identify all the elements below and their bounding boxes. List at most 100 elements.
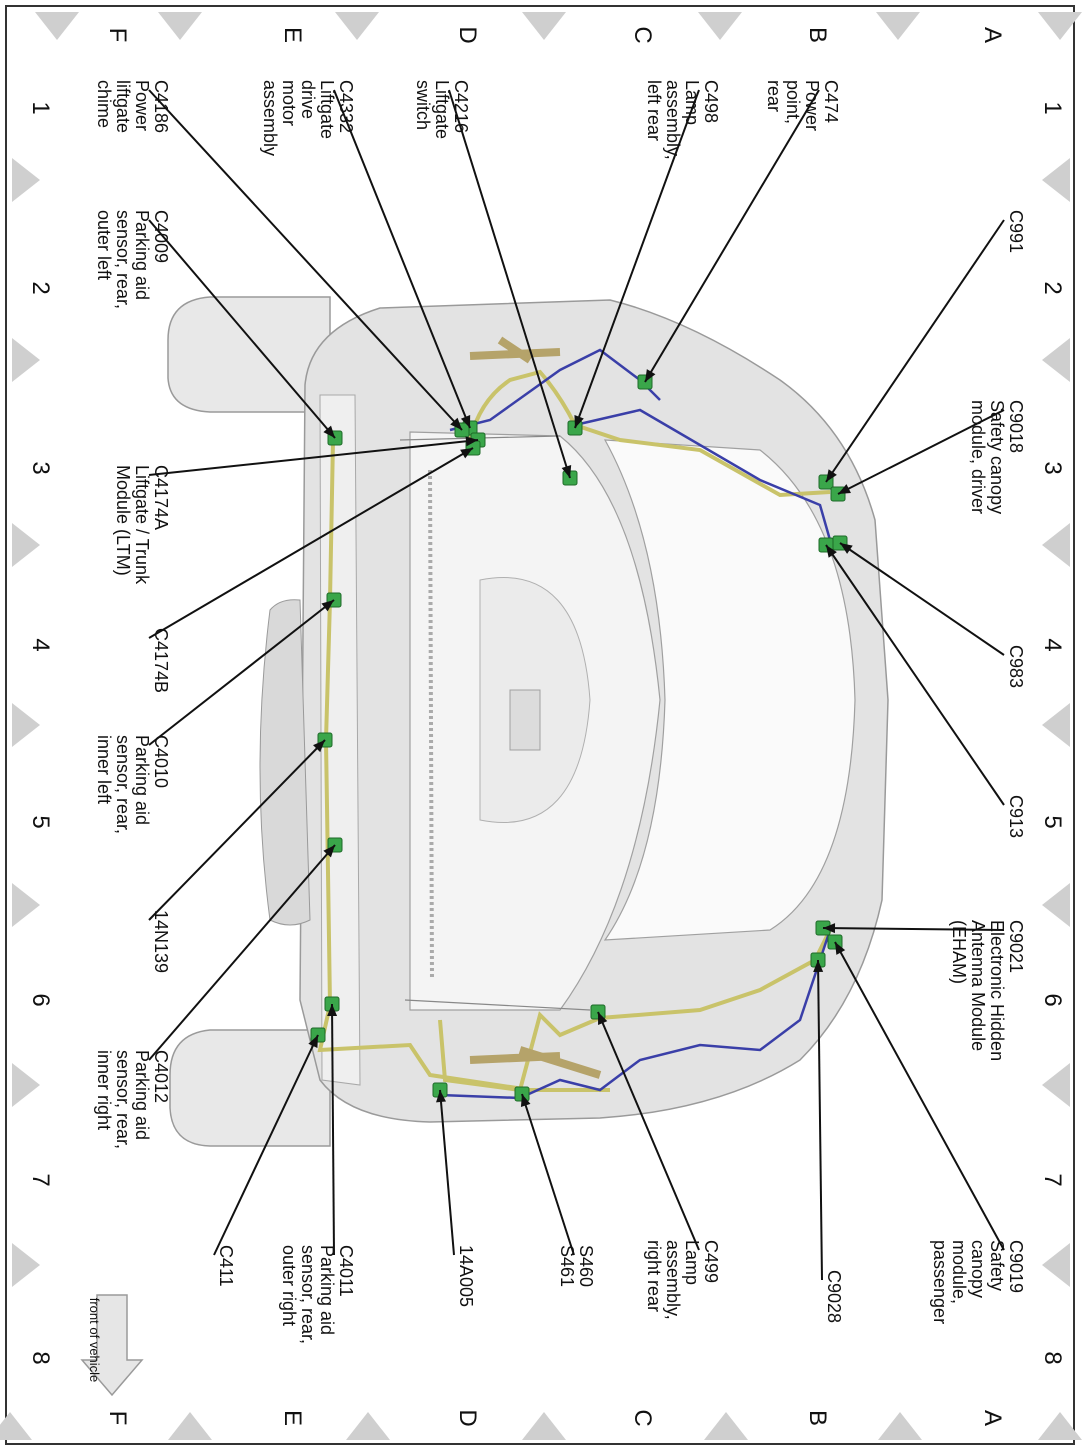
leader-c4174a: [148, 439, 479, 476]
grid-marker-top: [35, 12, 79, 40]
callout-c991: C991: [1006, 210, 1026, 253]
grid-column-label: 2: [27, 281, 54, 294]
leader-14n139: [148, 739, 326, 921]
leader-c4186: [148, 89, 463, 431]
leader-lines: [148, 89, 1005, 1281]
leader-arrowhead: [450, 417, 462, 430]
callout-id-label: C4009: [151, 210, 171, 263]
callout-description-line: switch: [413, 80, 433, 130]
callout-14a005: 14A005: [456, 1245, 476, 1307]
grid-marker-top: [335, 12, 379, 40]
callout-description-line: liftgate: [113, 80, 133, 133]
callout-c983: C983: [1006, 645, 1026, 688]
grid-row-label: B: [804, 1410, 831, 1426]
grid-marker-left: [12, 158, 40, 202]
callout-description-line: Lamp: [682, 1240, 702, 1285]
leader-c411: [213, 1034, 319, 1256]
callout-description-line: inner right: [94, 1050, 114, 1130]
callout-description-line: Safety: [987, 1240, 1007, 1291]
leader-arrowhead: [826, 545, 837, 558]
callout-id-label: C4216: [451, 80, 471, 133]
diagram-border: [5, 5, 1075, 1445]
callout-description-line: sensor, rear,: [298, 1245, 318, 1344]
callout-description-line: assembly: [260, 80, 280, 156]
callout-id-label: C499: [701, 1240, 721, 1283]
callout-description-line: chime: [94, 80, 114, 128]
grid-row-label: C: [629, 1409, 656, 1426]
grid-row-label: F: [104, 28, 131, 43]
callout-description-line: canopy: [968, 1240, 988, 1298]
leader-c4011: [331, 1003, 335, 1256]
grid-marker-top: [876, 12, 920, 40]
callout-description-line: module, driver: [968, 400, 988, 514]
callout-id-label: C9021: [1006, 920, 1026, 973]
leader-arrowhead: [598, 1012, 608, 1025]
grid-edge-markers: [0, 12, 1082, 1440]
grid-marker-right: [1042, 1063, 1070, 1107]
callout-id-label: C4010: [151, 735, 171, 788]
grid-marker-top: [698, 12, 742, 40]
callout-id-label: C4332: [336, 80, 356, 133]
leader-arrowhead: [813, 960, 824, 973]
leader-arrowhead: [323, 425, 335, 438]
liftgate-seal: [428, 469, 434, 981]
callout-c9028: C9028: [824, 1270, 844, 1323]
grid-marker-bottom: [168, 1412, 212, 1440]
leader-c4174b: [148, 447, 474, 639]
callout-id-label: 14N139: [151, 910, 171, 973]
callout-description-line: inner left: [94, 735, 114, 804]
leader-arrowhead: [645, 369, 656, 382]
callout-id-label: C9028: [824, 1270, 844, 1323]
leader-c983: [839, 542, 1005, 656]
grid-column-label: 3: [1039, 461, 1066, 474]
leader-c474: [644, 89, 820, 383]
grid-marker-left: [12, 523, 40, 567]
callout-id-label: C411: [216, 1245, 236, 1287]
callout-description-line: Power: [132, 80, 152, 131]
vehicle-rear-body: [167, 296, 889, 1147]
right-rear-bumper-end: [169, 1029, 331, 1147]
leader-arrowhead: [520, 1094, 531, 1107]
leader-c4332: [333, 89, 471, 429]
leader-c4009: [148, 219, 336, 439]
callout-description-line: Lamp: [682, 80, 702, 125]
leader-c991: [825, 219, 1005, 483]
leader-c9028: [817, 959, 823, 1281]
leader-arrowhead: [835, 942, 846, 955]
grid-marker-bottom: [1038, 1412, 1082, 1440]
leader-c4216: [448, 89, 571, 479]
leader-c498: [574, 89, 700, 429]
callout-description-line: Liftgate: [432, 80, 452, 139]
harness-tan-trunk: [469, 336, 602, 1079]
callout-description-line: Parking aid: [317, 1245, 337, 1335]
leader-c9021: [822, 927, 1005, 931]
grid-marker-left: [12, 1243, 40, 1287]
callout-description-line: outer right: [279, 1245, 299, 1326]
callout-description-line: assembly,: [663, 1240, 683, 1320]
grid-marker-bottom: [0, 1412, 32, 1440]
callout-description-line: Parking aid: [132, 1050, 152, 1140]
callout-description-line: Liftgate / Trunk: [132, 465, 152, 585]
callout-description-line: right rear: [644, 1240, 664, 1312]
callout-14n139: 14N139: [151, 910, 171, 973]
callout-description-line: motor: [279, 80, 299, 126]
callout-id-label: C4174B: [151, 628, 171, 693]
callout-description-line: Module (LTM): [113, 465, 133, 576]
callout-c411: C411: [216, 1245, 236, 1287]
callout-description-line: Antenna Module: [968, 920, 988, 1051]
callout-description-line: drive: [298, 80, 318, 119]
grid-row-label: F: [104, 1411, 131, 1426]
rear-window-glass: [603, 439, 856, 941]
grid-column-label: 8: [27, 1351, 54, 1364]
license-plate-lamp: [509, 689, 541, 751]
grid-row-label: E: [279, 27, 306, 43]
